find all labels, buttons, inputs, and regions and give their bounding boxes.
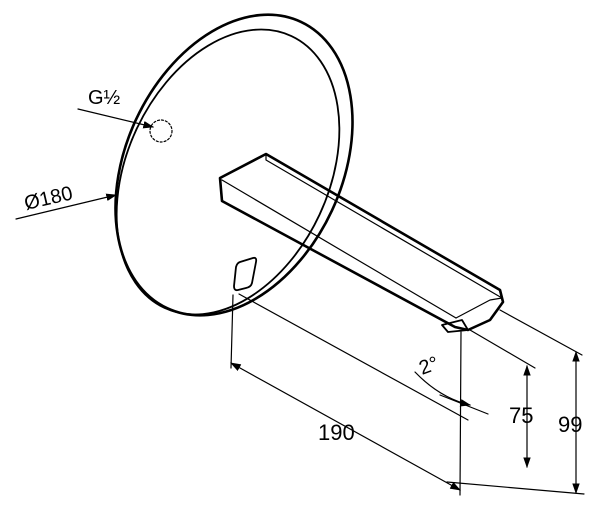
total-height-label: 99: [558, 412, 582, 437]
length-label: 190: [318, 420, 355, 445]
diameter-label: Ø180: [22, 182, 75, 214]
angle-dimension: 2°: [414, 352, 489, 415]
total-height-dimension: 99: [499, 309, 583, 495]
angle-label: 2°: [416, 352, 441, 379]
diameter-callout: Ø180: [15, 182, 118, 220]
outlet-height-dimension: 75: [469, 329, 536, 469]
thread-label: G½: [88, 87, 121, 109]
wall-plate: [114, 13, 354, 317]
sensor-window: [233, 256, 258, 292]
thread-callout: G½: [77, 87, 155, 129]
reference-line: [446, 481, 585, 495]
thread-marker: [149, 119, 173, 143]
length-dimension: 190: [230, 293, 469, 496]
outlet-height-label: 75: [509, 403, 533, 428]
spout: [218, 152, 505, 333]
